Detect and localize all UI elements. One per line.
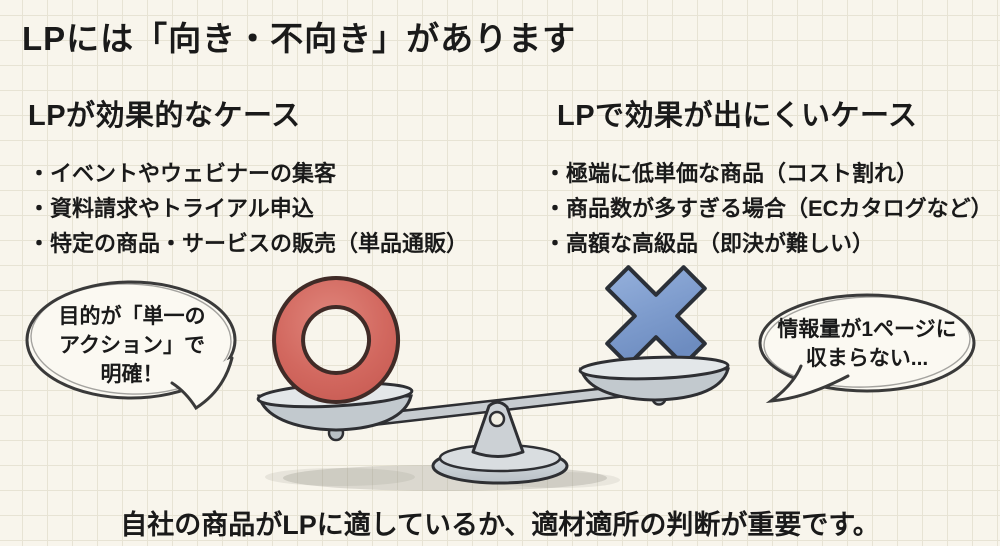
effective-item: ・特定の商品・サービスの販売（単品通販） bbox=[28, 231, 469, 256]
right-pan bbox=[578, 355, 730, 406]
bubble-line: 目的が「単一の bbox=[58, 305, 206, 328]
right-speech-bubble bbox=[758, 293, 976, 403]
ineffective-heading: LPで効果が出にくいケース bbox=[557, 100, 918, 132]
bubble-line: 収まらない... bbox=[805, 347, 929, 370]
x-mark-icon bbox=[605, 265, 707, 367]
ineffective-item: ・商品数が多すぎる場合（ECカタログなど） bbox=[544, 196, 993, 221]
effective-cases-section: LPが効果的なケース ・イベントやウェビナーの集客 ・資料請求やトライアル申込 … bbox=[28, 92, 498, 261]
scale-pivot bbox=[471, 400, 525, 458]
bubble-line: 情報量が1ページに bbox=[777, 318, 957, 341]
footer-note: 自社の商品がLPに適しているか、適材適所の判断が重要です。 bbox=[120, 510, 880, 540]
effective-item: ・資料請求やトライアル申込 bbox=[28, 196, 314, 221]
scale-base bbox=[431, 443, 569, 485]
bubble-line: 明確！ bbox=[100, 363, 164, 386]
ineffective-item: ・高額な高級品（即決が難しい） bbox=[544, 231, 875, 256]
page-title: LPには「向き・不向き」があります bbox=[22, 20, 577, 57]
ineffective-cases-section: LPで効果が出にくいケース ・極端に低単価な商品（コスト割れ） ・商品数が多すぎ… bbox=[544, 92, 1000, 261]
o-mark-icon bbox=[272, 276, 401, 404]
left-bubble-text: 目的が「単一の アクション」で 明確！ bbox=[34, 302, 230, 389]
effective-heading: LPが効果的なケース bbox=[28, 100, 301, 132]
right-bubble-text: 情報量が1ページに 収まらない... bbox=[760, 315, 974, 373]
ineffective-item: ・極端に低単価な商品（コスト割れ） bbox=[544, 161, 919, 186]
effective-item: ・イベントやウェビナーの集客 bbox=[28, 161, 337, 186]
left-speech-bubble bbox=[25, 280, 237, 411]
bubble-line: アクション」で bbox=[59, 334, 205, 357]
